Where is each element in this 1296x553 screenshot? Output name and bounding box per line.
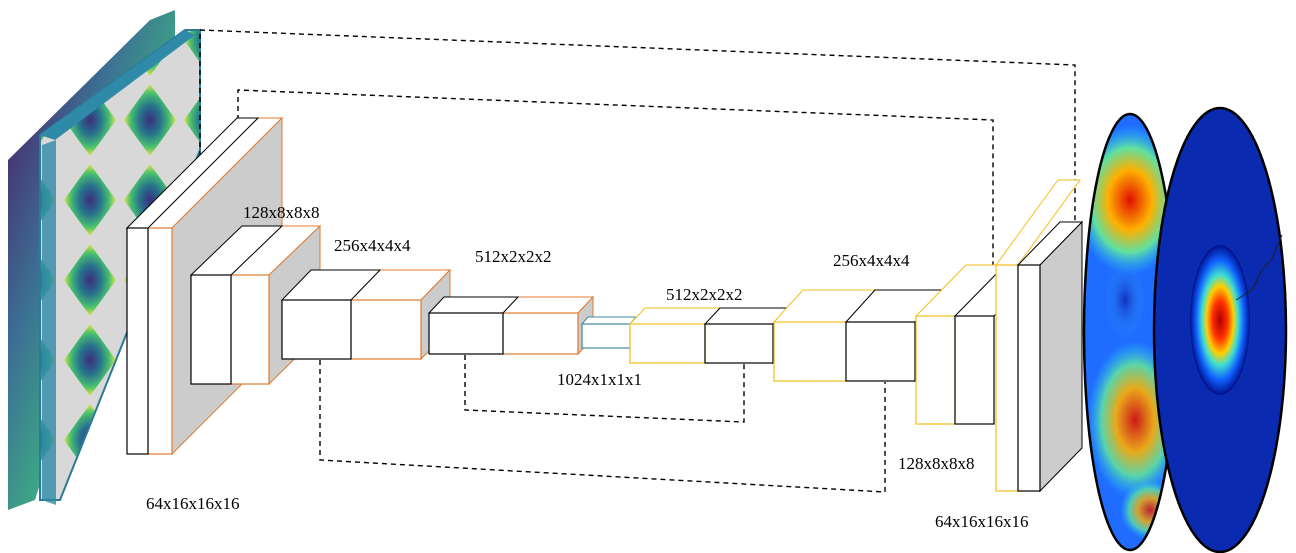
label-encoder-512: 512x2x2x2 bbox=[475, 247, 552, 266]
label-decoder-512: 512x2x2x2 bbox=[666, 285, 743, 304]
encoder-block-4 bbox=[427, 295, 595, 356]
label-decoder-128: 128x8x8x8 bbox=[898, 454, 975, 473]
decoder-block-4 bbox=[628, 306, 790, 365]
skip-connection-l3 bbox=[319, 360, 886, 493]
label-encoder-256: 256x4x4x4 bbox=[334, 236, 411, 255]
bottleneck-block bbox=[580, 316, 638, 349]
label-decoder-64: 64x16x16x16 bbox=[935, 512, 1029, 531]
skip-connection-l1 bbox=[199, 29, 1076, 225]
skip-connection-l4 bbox=[464, 355, 745, 423]
label-decoder-256: 256x4x4x4 bbox=[833, 251, 910, 270]
decoder-block-1 bbox=[995, 179, 1084, 493]
output-heatmap-icon bbox=[1082, 106, 1288, 553]
label-bottleneck-1024: 1024x1x1x1 bbox=[557, 370, 642, 389]
input-volume-icon bbox=[8, 10, 201, 510]
label-encoder-128: 128x8x8x8 bbox=[243, 203, 320, 222]
encoder-block-3 bbox=[280, 268, 452, 361]
label-encoder-64: 64x16x16x16 bbox=[146, 494, 240, 513]
